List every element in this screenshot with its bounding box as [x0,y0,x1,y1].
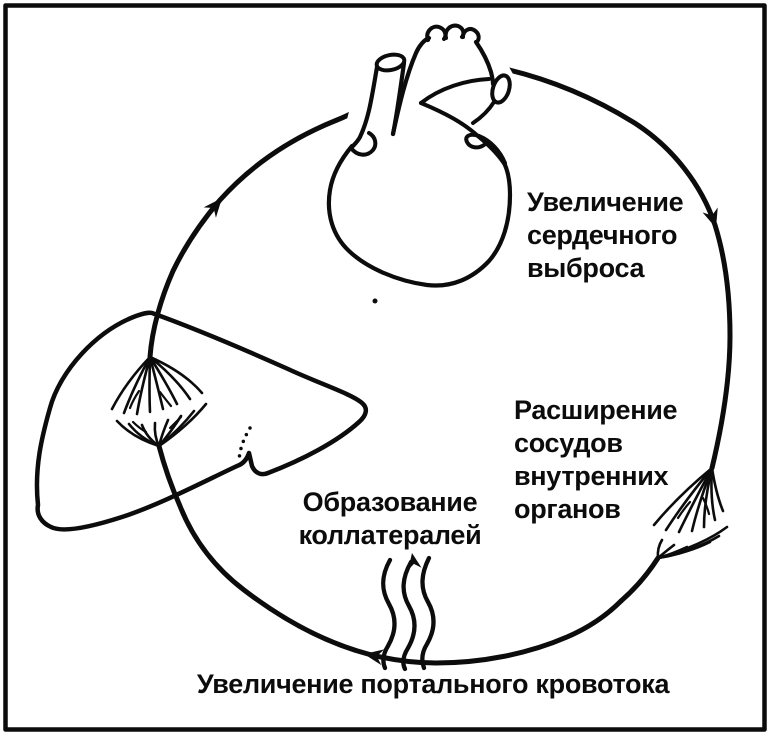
gallbladder-dotted-line [237,426,252,462]
aorta-left-edge [390,35,432,137]
left-atrial-appendage-curl [349,131,378,157]
liver-illustration [34,310,369,532]
label-collateral-formation: Образование коллатералей [298,487,482,550]
arrowhead-collaterals-up [408,553,422,571]
label-cardiac-output: Увеличение сердечного выброса [527,187,684,283]
heart-illustration [326,23,516,289]
portal-vein-fan-lower [115,402,208,448]
vena-cava-opening [374,52,407,73]
collateral-wavy-lines [380,555,436,672]
liver-outline [34,310,369,532]
splanchnic-vessel-fan-lower [656,525,729,560]
arrowhead-down-right [702,207,718,228]
arrowhead-up-left [203,198,222,218]
atrium-groove-upper [419,77,491,105]
splanchnic-vessel-fan-upper [652,466,725,534]
vena-cava-left-edge [349,64,380,150]
aortic-branch-stub-3 [461,26,481,44]
heart-outline [326,143,513,288]
center-dot-mark [372,298,378,304]
label-splanchnic-vasodilation: Расширение сосудов внутренних органов [514,395,678,524]
pulmonary-lower-edge [471,100,496,125]
pulmonary-artery-opening [490,73,512,105]
cycle-arrowheads [203,198,718,666]
right-atrial-appendage-curl [464,132,507,165]
cycle-arc-fan-trunk [618,555,661,604]
arrowhead-left-bottom [364,649,385,666]
portal-vein-fan-upper [110,355,204,416]
figure-border [3,3,767,732]
label-portal-flow-increase: Увеличение портального кровотока [196,669,670,699]
aorta-right-edge [473,39,496,87]
